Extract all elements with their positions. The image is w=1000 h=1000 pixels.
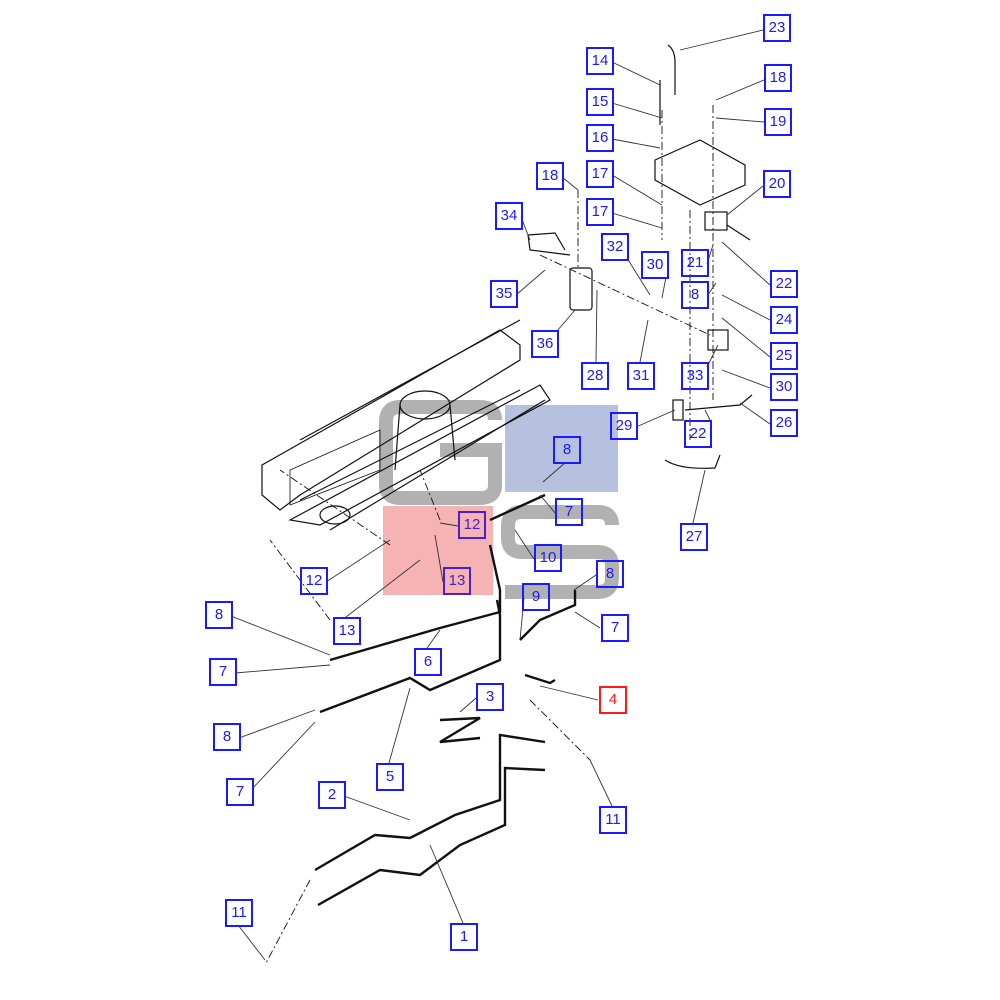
callout-22[interactable]: 22 — [770, 270, 798, 298]
callout-3[interactable]: 3 — [476, 683, 504, 711]
callout-8[interactable]: 8 — [213, 723, 241, 751]
callout-13[interactable]: 13 — [333, 617, 361, 645]
callout-7[interactable]: 7 — [226, 778, 254, 806]
callout-28[interactable]: 28 — [581, 362, 609, 390]
callout-12[interactable]: 12 — [458, 511, 486, 539]
callout-14[interactable]: 14 — [586, 47, 614, 75]
callout-24[interactable]: 24 — [770, 306, 798, 334]
callout-31[interactable]: 31 — [627, 362, 655, 390]
callout-17[interactable]: 17 — [586, 160, 614, 188]
callout-5[interactable]: 5 — [376, 763, 404, 791]
callout-36[interactable]: 36 — [531, 330, 559, 358]
callout-34[interactable]: 34 — [495, 202, 523, 230]
callout-12[interactable]: 12 — [300, 567, 328, 595]
callout-30[interactable]: 30 — [770, 373, 798, 401]
callout-25[interactable]: 25 — [770, 342, 798, 370]
leader-lines — [230, 29, 771, 961]
callout-27[interactable]: 27 — [680, 523, 708, 551]
callout-16[interactable]: 16 — [586, 124, 614, 152]
callout-8[interactable]: 8 — [681, 281, 709, 309]
callout-7[interactable]: 7 — [209, 658, 237, 686]
callout-15[interactable]: 15 — [586, 88, 614, 116]
callout-23[interactable]: 23 — [763, 14, 791, 42]
callout-33[interactable]: 33 — [681, 362, 709, 390]
callout-35[interactable]: 35 — [490, 280, 518, 308]
callout-11[interactable]: 11 — [599, 806, 627, 834]
callout-17[interactable]: 17 — [586, 198, 614, 226]
callout-1[interactable]: 1 — [450, 923, 478, 951]
callout-9[interactable]: 9 — [522, 583, 550, 611]
callout-4-highlighted[interactable]: 4 — [599, 686, 627, 714]
callout-22[interactable]: 22 — [684, 420, 712, 448]
callout-10[interactable]: 10 — [534, 544, 562, 572]
callout-32[interactable]: 32 — [601, 233, 629, 261]
callout-26[interactable]: 26 — [770, 409, 798, 437]
callout-19[interactable]: 19 — [764, 108, 792, 136]
chassis-frame — [261, 319, 551, 531]
callout-7[interactable]: 7 — [601, 614, 629, 642]
callout-11[interactable]: 11 — [225, 899, 253, 927]
callout-8[interactable]: 8 — [205, 601, 233, 629]
callout-18[interactable]: 18 — [536, 162, 564, 190]
callout-30[interactable]: 30 — [641, 251, 669, 279]
watermark-blue-block — [505, 405, 618, 492]
callout-29[interactable]: 29 — [610, 412, 638, 440]
callout-6[interactable]: 6 — [414, 648, 442, 676]
callout-7[interactable]: 7 — [555, 498, 583, 526]
callout-2[interactable]: 2 — [318, 781, 346, 809]
callout-21[interactable]: 21 — [681, 249, 709, 277]
callout-20[interactable]: 20 — [763, 170, 791, 198]
callout-13[interactable]: 13 — [443, 567, 471, 595]
callout-18[interactable]: 18 — [764, 64, 792, 92]
callout-8[interactable]: 8 — [596, 560, 624, 588]
callout-8[interactable]: 8 — [553, 436, 581, 464]
